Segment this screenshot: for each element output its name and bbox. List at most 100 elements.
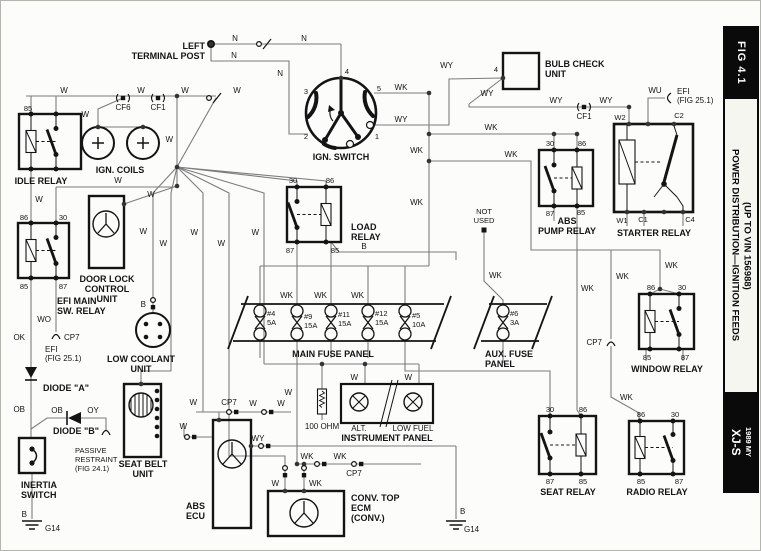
wire-w-fan	[123, 166, 420, 491]
component-label: UNIT	[133, 469, 154, 479]
wire-label: 5	[377, 84, 381, 93]
component-label: SW. RELAY	[57, 306, 106, 316]
abs-pump-relay	[537, 147, 595, 209]
wire-label: W	[159, 239, 167, 248]
inline-connector-icon	[258, 443, 271, 450]
wire-label: WK	[395, 83, 409, 92]
inertia-switch	[17, 436, 47, 475]
wire-label: 85	[579, 477, 587, 486]
wire-label: WY	[440, 61, 454, 70]
wire-label: #12	[375, 309, 388, 318]
component-label: IDLE RELAY	[15, 176, 68, 186]
component-label: UNIT	[131, 364, 152, 374]
conv-top-ecm	[266, 489, 346, 538]
component-label: MAIN FUSE PANEL	[292, 349, 374, 359]
wire-label: 87	[546, 209, 554, 218]
main-fuse-panel	[227, 295, 452, 350]
wire-label: W	[404, 373, 412, 382]
junction-dot	[624, 209, 630, 215]
open-connector-icon	[51, 333, 61, 340]
ground-g14-left	[22, 520, 42, 530]
component-label: RADIO RELAY	[626, 487, 687, 497]
wire-label: OK	[13, 333, 25, 342]
component-label: STARTER RELAY	[617, 228, 691, 238]
door-lock-control-unit	[87, 194, 126, 270]
wire-label: OB	[13, 405, 25, 414]
open-connector-icon	[101, 429, 111, 436]
wire-label: 4	[345, 67, 349, 76]
component-label: IGN. SWITCH	[313, 152, 370, 162]
wire-label: OB	[51, 406, 63, 415]
junction-dot	[657, 286, 663, 292]
wire-label: 3A	[510, 318, 519, 327]
component-label: IGN. COILS	[96, 165, 145, 175]
open-connector-icon	[606, 341, 616, 347]
wire-label: 3	[304, 87, 308, 96]
wire-label: W	[139, 227, 147, 236]
component-label: SEAT RELAY	[540, 487, 596, 497]
wire-label: WY	[395, 115, 409, 124]
wire-label: WK	[301, 452, 315, 461]
wire-label: OY	[87, 406, 99, 415]
efi-main-sw-relay	[16, 220, 71, 281]
inline-connector-icon	[226, 409, 239, 416]
abs-ecu	[211, 418, 253, 530]
wire-label: C4	[685, 215, 695, 224]
junction-dot	[208, 41, 214, 47]
wire-label: 1	[375, 132, 379, 141]
inline-connector-icon	[150, 297, 157, 310]
wire-label: PASSIVE	[75, 446, 107, 455]
wire-label: N	[301, 34, 307, 43]
low-fuel-lamp-icon	[403, 392, 423, 412]
wire-label: WK	[665, 261, 679, 270]
instrument-panel	[339, 379, 435, 428]
wire-label: W	[35, 195, 43, 204]
wire-label: C2	[674, 111, 684, 120]
junction-dot	[338, 75, 344, 81]
component-label: ECM	[351, 503, 371, 513]
wire-label: RESTRAINT	[75, 455, 118, 464]
wire-label: W	[233, 86, 241, 95]
wire-label: WK	[410, 198, 424, 207]
component-label: UNIT	[97, 294, 118, 304]
wire-label: 15A	[338, 319, 351, 328]
wire-label: 30	[678, 283, 686, 292]
junction-dot	[500, 75, 506, 81]
component-label: EFI MAIN	[57, 296, 97, 306]
wire-label: W	[114, 176, 122, 185]
component-label: PUMP RELAY	[538, 226, 596, 236]
wire-label: USED	[474, 216, 495, 225]
wire-label: 30	[59, 213, 67, 222]
model-block: XJ-S 1989 MY	[723, 392, 759, 493]
inline-connector-icon	[351, 461, 364, 468]
wire-label: #6	[510, 309, 518, 318]
wire-label: W	[60, 86, 68, 95]
junction-dot	[551, 131, 557, 137]
wire-label: CP7	[586, 338, 602, 347]
wire-label: 86	[20, 213, 28, 222]
bulb-check-unit	[501, 51, 541, 91]
wire-label: 86	[579, 405, 587, 414]
wire-label: WK	[280, 291, 294, 300]
wire-label: N	[277, 69, 283, 78]
ignition-coils	[81, 126, 160, 160]
component-label: DIODE "A"	[43, 383, 89, 393]
wire-label: B	[141, 300, 146, 309]
wire-label: 85	[24, 104, 32, 113]
component-label: INERTIA	[21, 480, 58, 490]
wire-label: W	[217, 239, 225, 248]
wire-label: 86	[637, 410, 645, 419]
not-used-terminal	[481, 227, 487, 233]
component-label: SWITCH	[21, 490, 57, 500]
wire-label: 87	[681, 353, 689, 362]
generated-symbols	[16, 38, 696, 494]
wire-n-feeds	[26, 43, 342, 223]
junction-dot	[661, 209, 667, 215]
page-subtitle: (UP TO VIN 156988)	[741, 201, 753, 290]
component-label: LEFT	[183, 41, 206, 51]
component-label: LOAD	[351, 222, 377, 232]
wire-label: WK	[309, 479, 323, 488]
wire-label: W	[137, 86, 145, 95]
wire-label: B	[361, 242, 366, 251]
